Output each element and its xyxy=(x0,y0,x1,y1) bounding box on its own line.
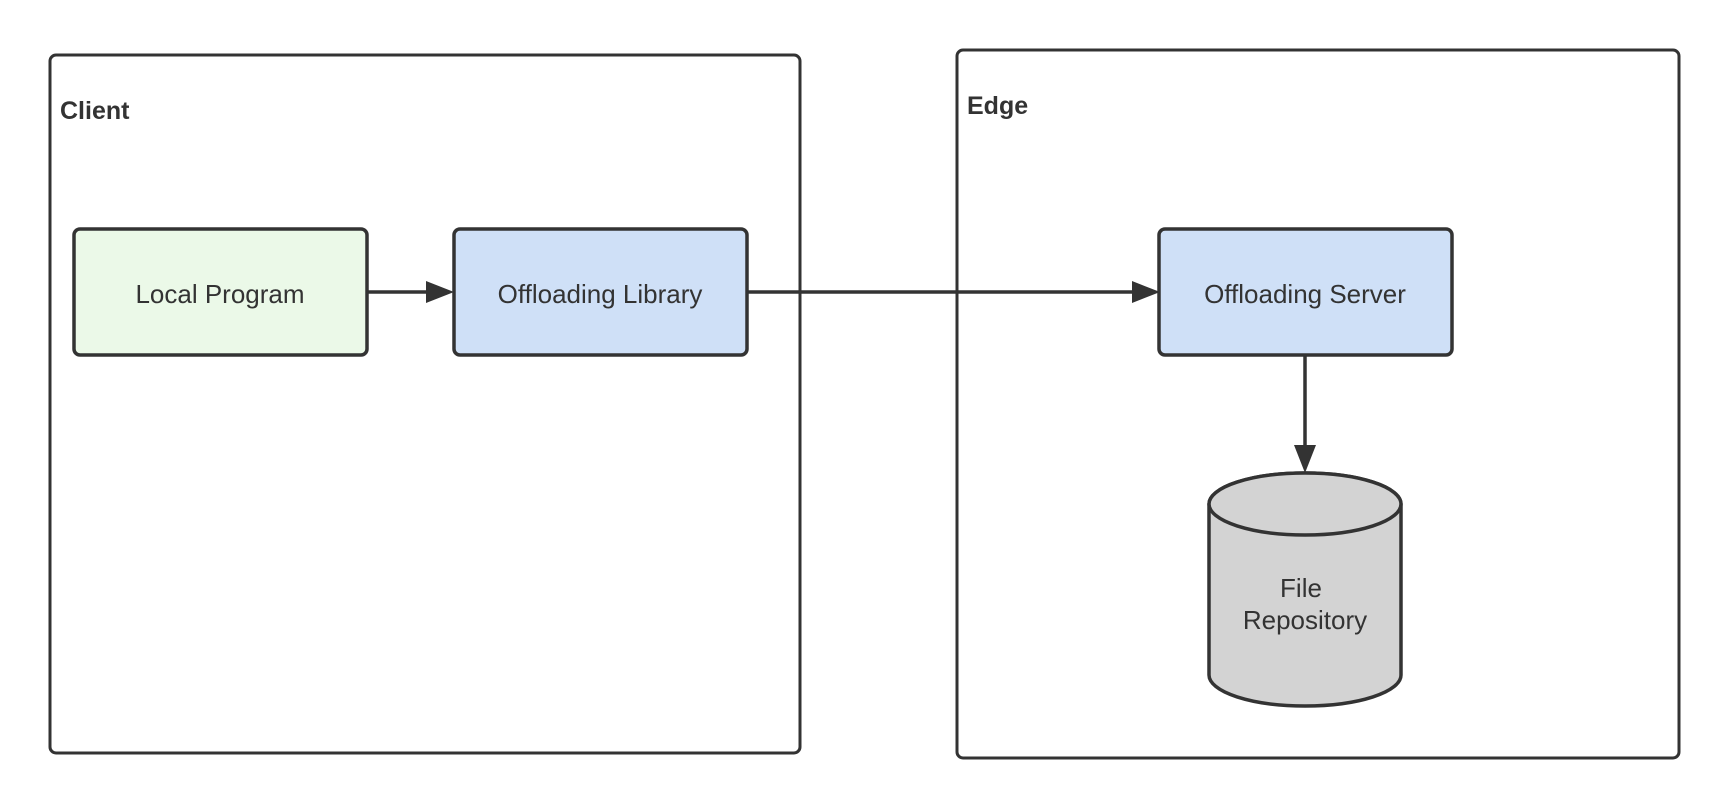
node-file-repository[interactable]: File Repository xyxy=(1207,471,1403,708)
arrowhead-repository xyxy=(1294,445,1316,473)
edge-group-frame xyxy=(955,48,1681,760)
client-group-label: Client xyxy=(60,97,130,125)
local-program-label: Local Program xyxy=(135,279,304,309)
client-group: Client xyxy=(48,53,802,755)
offloading-server-box xyxy=(1157,227,1454,357)
file-repository-label-line-1: File xyxy=(1280,573,1322,603)
arrowhead-library xyxy=(426,281,454,303)
arrowhead-server xyxy=(1132,281,1160,303)
node-offloading-server[interactable]: Offloading Server xyxy=(1157,227,1454,357)
edge-group-label: Edge xyxy=(967,92,1028,120)
connectors xyxy=(367,281,1316,473)
edge-group: Edge xyxy=(955,48,1681,760)
node-offloading-library[interactable]: Offloading Library xyxy=(452,227,749,357)
offloading-library-label: Offloading Library xyxy=(498,279,703,309)
node-local-program[interactable]: Local Program xyxy=(72,227,369,357)
file-repository-top xyxy=(1207,471,1403,537)
offloading-library-box xyxy=(452,227,749,357)
file-repository-label-line-2: Repository xyxy=(1243,605,1367,635)
offloading-server-label: Offloading Server xyxy=(1204,279,1406,309)
client-group-frame xyxy=(48,53,802,755)
local-program-box xyxy=(72,227,369,357)
